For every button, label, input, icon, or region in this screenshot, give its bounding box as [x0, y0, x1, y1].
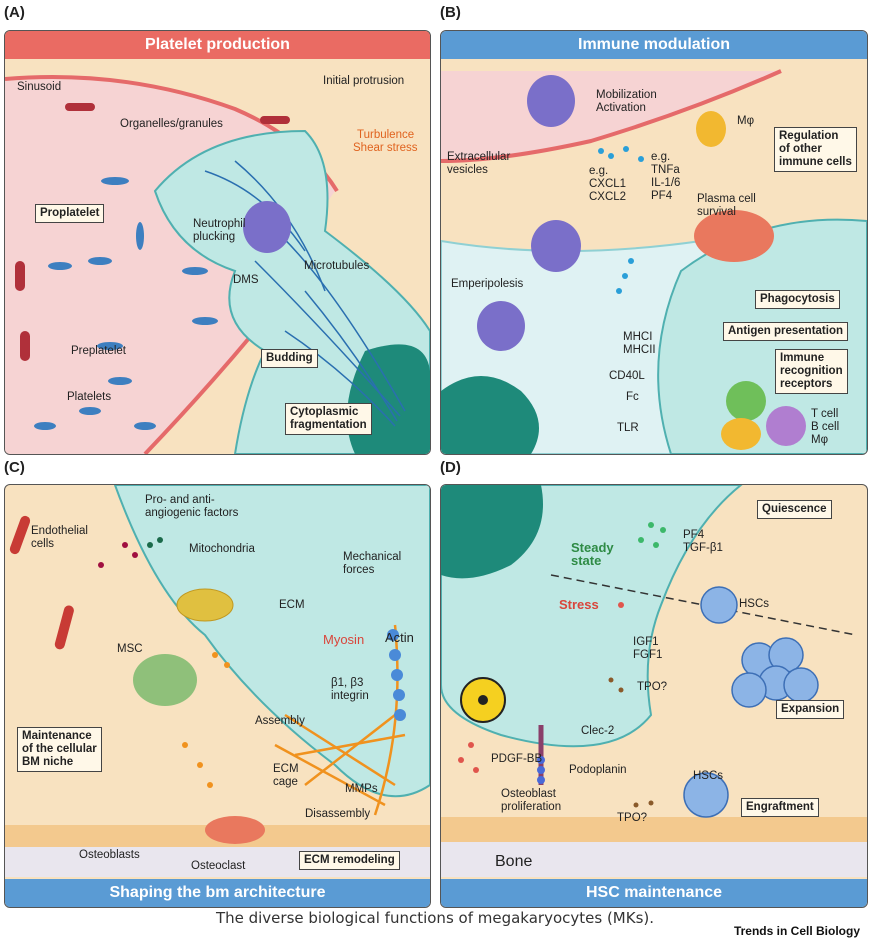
panel-platelet-production: Platelet production Sinusoid Initial pro… — [4, 30, 431, 455]
box-proplatelet: Proplatelet — [35, 204, 105, 223]
panel-b-letter: (B) — [440, 4, 461, 21]
panel-d-title: HSC maintenance — [441, 879, 867, 907]
label-turbulence: Turbulence — [357, 129, 415, 141]
label-mmps: MMPs — [345, 783, 378, 795]
label-shear-stress: Shear stress — [353, 142, 418, 154]
box-regulation-immune: Regulation of other immune cells — [774, 127, 857, 172]
label-extracellular-vesicles: Extracellular vesicles — [447, 151, 511, 176]
label-bone: Bone — [495, 853, 533, 870]
label-cd40l: CD40L — [609, 370, 645, 382]
label-tpo-top: TPO? — [637, 681, 668, 693]
label-ecm: ECM — [279, 599, 305, 611]
label-clec2: Clec-2 — [581, 725, 615, 737]
box-phagocytosis: Phagocytosis — [755, 290, 840, 309]
label-actin: Actin — [385, 630, 414, 645]
box-engraftment: Engraftment — [741, 798, 819, 817]
hsc-maintenance-illustration — [441, 485, 867, 877]
panel-a-title: Platelet production — [5, 31, 430, 59]
label-assembly: Assembly — [255, 715, 305, 727]
figure-caption: The diverse biological functions of mega… — [215, 909, 655, 927]
label-plasma-cell: Plasma cell survival — [697, 193, 756, 218]
box-quiescence: Quiescence — [757, 500, 832, 519]
panel-d-letter: (D) — [440, 459, 461, 476]
box-maintenance-bm-niche: Maintenance of the cellular BM niche — [17, 727, 102, 772]
platelet-production-illustration — [5, 75, 430, 454]
label-pf4-tgf: PF4 TGF-β1 — [683, 529, 723, 554]
label-hscs-bottom: HSCs — [693, 770, 724, 782]
panel-immune-modulation: Immune modulation Mobilization Activatio… — [440, 30, 868, 455]
label-neutrophil-plucking: Neutrophil plucking — [193, 218, 246, 243]
label-msc: MSC — [117, 643, 143, 655]
label-pdgf-bb: PDGF-BB — [491, 753, 543, 765]
label-mhc: MHCI MHCII — [623, 331, 656, 356]
label-platelets: Platelets — [67, 391, 112, 403]
label-cell-types: T cell B cell Mφ — [811, 408, 840, 446]
panel-shaping-bm: Pro- and anti- angiogenic factors Endoth… — [4, 484, 431, 908]
label-emperipolesis: Emperipolesis — [451, 278, 524, 290]
journal-brand: Trends in Cell Biology — [733, 924, 860, 938]
label-podoplanin: Podoplanin — [569, 764, 627, 776]
label-organelles: Organelles/granules — [120, 118, 223, 130]
label-microtubules: Microtubules — [304, 260, 370, 272]
label-mitochondria: Mitochondria — [189, 543, 255, 555]
label-mphi-top: Mφ — [737, 115, 755, 127]
label-steady-state: Steady state — [571, 540, 614, 568]
label-initial-protrusion: Initial protrusion — [323, 75, 405, 87]
box-budding: Budding — [261, 349, 318, 368]
label-osteoblasts: Osteoblasts — [79, 849, 140, 861]
label-tlr: TLR — [617, 422, 639, 434]
box-immune-recognition: Immune recognition receptors — [775, 349, 848, 394]
box-ecm-remodeling: ECM remodeling — [299, 851, 400, 870]
label-myosin: Myosin — [323, 632, 365, 647]
label-ecm-cage: ECM cage — [273, 763, 299, 788]
label-dms: DMS — [233, 274, 259, 286]
shaping-bm-illustration — [5, 485, 430, 877]
box-expansion: Expansion — [776, 700, 845, 719]
label-eg-cxcl: e.g. CXCL1 CXCL2 — [589, 165, 627, 203]
panel-b-title: Immune modulation — [441, 31, 867, 59]
label-sinusoid: Sinusoid — [17, 81, 62, 93]
label-integrin: β1, β3 integrin — [331, 677, 369, 702]
panel-a-letter: (A) — [4, 4, 25, 21]
label-preplatelet: Preplatelet — [71, 345, 126, 357]
box-cytoplasmic-fragmentation: Cytoplasmic fragmentation — [285, 403, 372, 435]
label-tpo-bottom: TPO? — [617, 812, 648, 824]
label-stress: Stress — [559, 597, 599, 612]
label-fc: Fc — [626, 391, 639, 403]
label-igf-fgf: IGF1 FGF1 — [633, 636, 663, 661]
label-disassembly: Disassembly — [305, 808, 371, 820]
panel-c-letter: (C) — [4, 459, 25, 476]
label-osteoblast-proliferation: Osteoblast proliferation — [501, 788, 562, 813]
label-mechanical-forces: Mechanical forces — [343, 551, 402, 576]
label-endothelial-cells: Endothelial cells — [31, 525, 88, 550]
label-mobilization: Mobilization Activation — [596, 89, 657, 114]
label-angiogenic-factors: Pro- and anti- angiogenic factors — [145, 494, 239, 519]
label-hscs-top: HSCs — [739, 598, 770, 610]
box-antigen-presentation: Antigen presentation — [723, 322, 849, 341]
panel-hsc-maintenance: Quiescence Steady state PF4 TGF-β1 Stres… — [440, 484, 868, 908]
panel-c-title: Shaping the bm architecture — [5, 879, 430, 907]
label-eg-tnfa: e.g. TNFa IL-1/6 PF4 — [651, 151, 681, 202]
label-osteoclast: Osteoclast — [191, 860, 246, 872]
